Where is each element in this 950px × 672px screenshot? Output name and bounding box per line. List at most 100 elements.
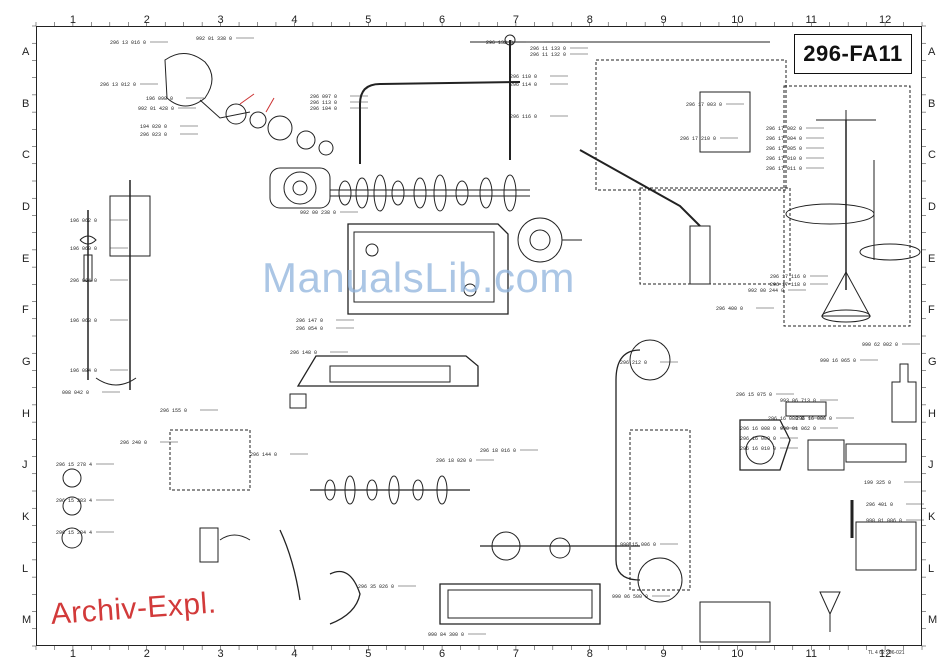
column-label: 11 — [805, 648, 817, 660]
column-label: 10 — [731, 14, 744, 26]
row-label: J — [928, 459, 934, 472]
part-number-label: 992 00 244 0 — [748, 288, 784, 294]
drawing-number: 296-FA11 — [803, 41, 903, 66]
footer-code: TL 4 02 296-021 — [868, 650, 905, 656]
column-label: 3 — [217, 14, 224, 26]
part-number-label: 296 17 011 0 — [766, 166, 802, 172]
row-label: G — [22, 355, 31, 368]
column-label: 10 — [731, 648, 744, 660]
part-number-label: 990 62 002 0 — [862, 342, 898, 348]
drawing-number-box: 296-FA11 — [794, 34, 912, 74]
column-label: 9 — [660, 14, 667, 26]
row-label: D — [22, 200, 30, 213]
column-label: 6 — [439, 14, 446, 26]
column-label: 7 — [512, 648, 519, 660]
part-number-label: 296 35 026 0 — [358, 584, 394, 590]
part-number-label: 296 17 210 0 — [680, 136, 716, 142]
part-number-label: 992 01 428 0 — [138, 106, 174, 112]
part-number-label: 296 155 0 — [160, 408, 187, 414]
part-number-label: 296 17 002 0 — [766, 126, 802, 132]
part-number-label: 990 06 500 0 — [612, 594, 648, 600]
column-label: 12 — [878, 14, 892, 26]
column-label: 6 — [439, 648, 446, 660]
part-number-label: 296 148 0 — [290, 350, 317, 356]
part-number-label: 296 11 132 0 — [530, 52, 566, 58]
column-label: 1 — [69, 14, 76, 26]
part-number-label: 199 325 0 — [864, 480, 891, 486]
part-number-label: 296 15 283 4 — [56, 498, 92, 504]
part-number-label: 296 18 020 0 — [436, 458, 472, 464]
part-number-label: 296 13 012 0 — [100, 82, 136, 88]
part-number-label: 196 098 0 — [146, 96, 173, 102]
column-label: 8 — [586, 648, 593, 660]
part-number-label: 008 042 0 — [62, 390, 89, 396]
watermark-text: ManualsLib.com — [262, 254, 575, 301]
row-label: F — [22, 304, 29, 317]
part-number-label: 993 06 713 0 — [780, 398, 816, 404]
part-number-label: 196 060 0 — [70, 246, 97, 252]
part-number-label: 992 01 338 0 — [196, 36, 232, 42]
column-label: 11 — [805, 14, 817, 26]
row-label: A — [22, 45, 30, 58]
part-number-label: 296 16 010 0 — [740, 446, 776, 452]
row-label: C — [928, 149, 936, 162]
part-number-label: 296 17 005 0 — [766, 146, 802, 152]
column-label: 4 — [291, 14, 298, 26]
row-label: E — [22, 252, 30, 265]
row-label: M — [22, 614, 32, 627]
part-number-label: 296 212 0 — [620, 360, 647, 366]
part-number-label: 990 01 006 0 — [866, 518, 902, 524]
part-number-label: 296 17 010 0 — [766, 156, 802, 162]
part-number-label: 296 054 0 — [296, 326, 323, 332]
part-number-label: 296 18 016 0 — [480, 448, 516, 454]
part-number-label: 296 110 0 — [510, 74, 537, 80]
column-label: 9 — [660, 648, 667, 660]
column-label: 2 — [143, 14, 150, 26]
row-label: J — [22, 459, 28, 472]
row-label: C — [22, 149, 30, 162]
column-label: 3 — [217, 648, 224, 660]
part-number-label: 296 17 004 0 — [766, 136, 802, 142]
part-number-label: 296 16 080 0 — [768, 416, 804, 422]
row-label: K — [928, 510, 936, 523]
part-number-label: 990 16 065 0 — [820, 358, 856, 364]
part-number-label: 296 17 118 0 — [770, 282, 806, 288]
part-number-label: 296 17 003 0 — [686, 102, 722, 108]
column-label: 4 — [291, 648, 298, 660]
row-label: H — [928, 407, 936, 420]
part-number-label: 296 13 016 0 — [110, 40, 146, 46]
part-number-label: 296 16 008 0 — [740, 426, 776, 432]
part-number-label: 296 17 116 0 — [770, 274, 806, 280]
column-label: 1 — [69, 648, 76, 660]
part-number-label: 992 00 238 0 — [300, 210, 336, 216]
part-number-label: 296 16 086 0 — [796, 416, 832, 422]
row-label: H — [22, 407, 30, 420]
row-label: B — [928, 97, 936, 110]
part-number-label: 296 104 0 — [310, 106, 337, 112]
row-label: L — [22, 562, 29, 575]
part-number-label: 196 062 0 — [70, 218, 97, 224]
part-number-label: 296 15 075 0 — [736, 392, 772, 398]
drawing-frame — [36, 26, 922, 646]
part-number-label: 296 114 0 — [510, 82, 537, 88]
row-label: B — [22, 97, 30, 110]
part-number-label: 296 144 0 — [250, 452, 277, 458]
part-number-label: 296 16 009 0 — [740, 436, 776, 442]
part-number-label: 296 400 0 — [716, 306, 743, 312]
column-label: 7 — [512, 14, 519, 26]
part-number-label: 194 020 0 — [140, 124, 167, 130]
column-label: 8 — [586, 14, 593, 26]
part-number-label: 296 132 0 — [486, 40, 513, 46]
part-number-label: 296 097 0 — [310, 94, 337, 100]
part-number-label: 296 116 0 — [510, 114, 537, 120]
part-number-label: 196 084 0 — [70, 368, 97, 374]
part-number-label: 296 11 133 0 — [530, 46, 566, 52]
row-label: G — [928, 355, 937, 368]
part-number-label: 296 147 0 — [296, 318, 323, 324]
row-label: K — [22, 510, 30, 523]
part-number-label: 990 01 062 0 — [780, 426, 816, 432]
part-number-label: 296 15 284 4 — [56, 530, 92, 536]
row-label: F — [928, 304, 935, 317]
